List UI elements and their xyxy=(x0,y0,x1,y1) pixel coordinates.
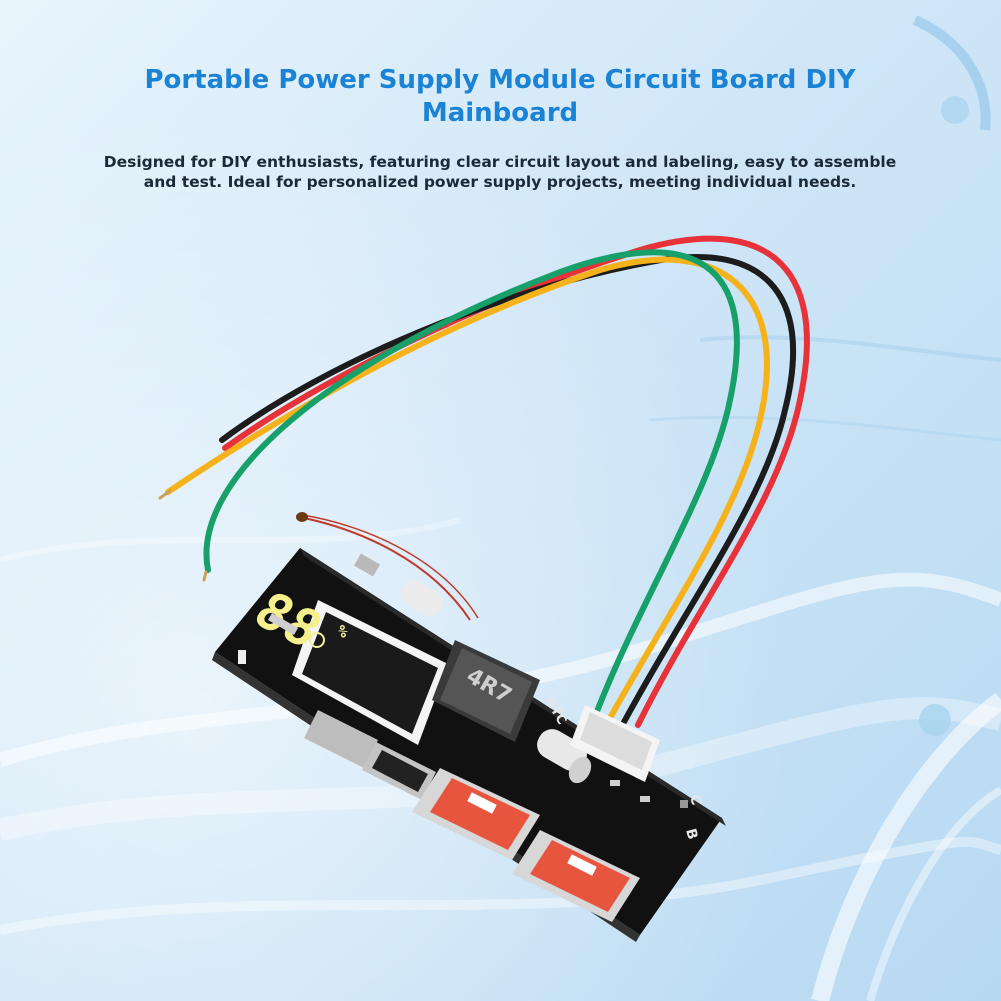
page-title: Portable Power Supply Module Circuit Boa… xyxy=(144,65,856,128)
ntc-sensor xyxy=(296,512,479,621)
label-b: B xyxy=(682,827,700,841)
black-wire xyxy=(219,253,797,725)
product-description: Designed for DIY enthusiasts, featuring … xyxy=(103,153,897,191)
usb-c-ports xyxy=(304,710,436,800)
label-c: C xyxy=(686,793,704,807)
circuit-board: % 88 4R7 xyxy=(212,548,726,942)
smd-components xyxy=(238,553,688,808)
inductor: 4R7 xyxy=(432,640,540,742)
usb-a-ports xyxy=(412,768,640,922)
wire-connector xyxy=(570,705,660,782)
green-wire xyxy=(203,249,740,717)
wire-bundle xyxy=(158,235,810,728)
capacitors xyxy=(400,580,592,784)
